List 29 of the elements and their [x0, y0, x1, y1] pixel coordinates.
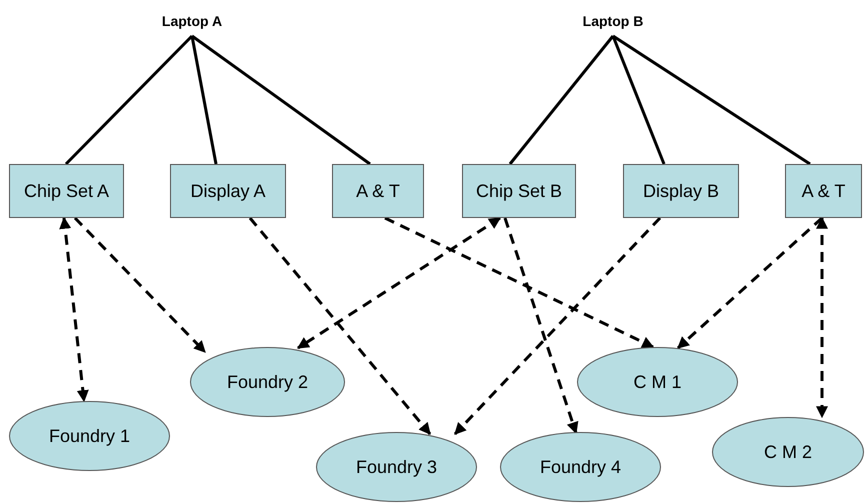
connector-line: [190, 36, 218, 164]
component-box: A & T: [332, 164, 424, 218]
dashed-arrow: [74, 216, 206, 354]
dashed-arrow: [297, 216, 501, 350]
component-box: Display A: [170, 164, 286, 218]
dashed-arrow: [454, 216, 662, 436]
title-label: Laptop A: [142, 8, 242, 34]
dashed-arrow: [248, 217, 432, 435]
connector-line: [191, 34, 371, 166]
supplier-ellipse: Foundry 1: [9, 401, 170, 471]
supplier-ellipse: C M 2: [712, 417, 864, 487]
supplier-ellipse: C M 1: [577, 347, 738, 417]
supplier-ellipse: Foundry 3: [316, 432, 477, 502]
dashed-arrow: [384, 216, 654, 348]
component-box: A & T: [785, 164, 862, 218]
supplier-ellipse: Foundry 2: [190, 347, 345, 417]
connector-line: [612, 35, 666, 165]
component-box: Chip Set A: [9, 164, 124, 218]
supplier-ellipse: Foundry 4: [500, 432, 661, 502]
title-label: Laptop B: [563, 8, 663, 34]
connector-line: [64, 34, 194, 166]
component-box: Display B: [623, 164, 739, 218]
dashed-arrow: [59, 216, 89, 402]
dashed-arrow: [677, 216, 823, 350]
dashed-arrow: [816, 216, 828, 418]
connector-line: [508, 35, 614, 165]
connector-line: [612, 34, 811, 166]
dashed-arrow: [504, 218, 578, 434]
component-box: Chip Set B: [462, 164, 576, 218]
